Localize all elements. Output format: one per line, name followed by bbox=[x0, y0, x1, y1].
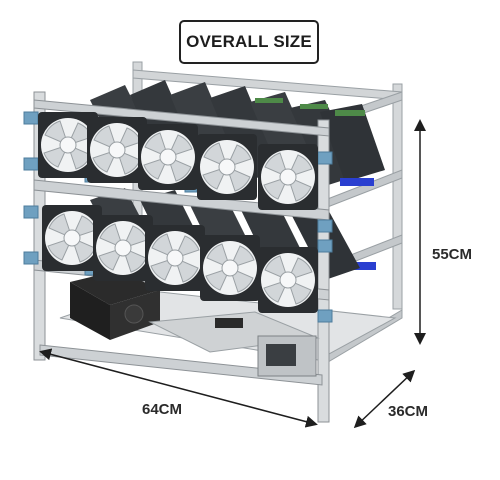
diagram-title: OVERALL SIZE bbox=[186, 32, 312, 51]
depth-arrow bbox=[353, 369, 416, 429]
gpu-card bbox=[320, 104, 385, 182]
cooling-fan bbox=[258, 247, 318, 313]
cooling-fan bbox=[258, 144, 318, 210]
cooling-fan bbox=[197, 134, 257, 200]
width-dimension-label: 64CM bbox=[142, 401, 183, 418]
depth-dimension-label: 36CM bbox=[388, 403, 429, 420]
cooling-fan bbox=[42, 205, 102, 271]
cooling-fan bbox=[87, 117, 147, 183]
cooling-fan bbox=[145, 225, 205, 291]
hard-drive bbox=[257, 335, 317, 377]
fan-row-bottom bbox=[42, 205, 318, 313]
gpu-pcb bbox=[255, 98, 283, 103]
riser-card bbox=[342, 262, 376, 270]
cooling-fan bbox=[200, 235, 260, 301]
fan-row-top bbox=[38, 112, 318, 210]
riser-card bbox=[340, 178, 374, 186]
cooling-fan bbox=[93, 215, 153, 281]
cooling-fan bbox=[138, 124, 198, 190]
gpu-pcb bbox=[335, 110, 365, 116]
cooling-fan bbox=[38, 112, 98, 178]
gpu-pcb bbox=[300, 104, 328, 109]
title-box: OVERALL SIZE bbox=[179, 20, 319, 64]
power-supply bbox=[70, 270, 160, 340]
width-arrow bbox=[39, 348, 318, 428]
height-dimension-label: 55CM bbox=[432, 246, 473, 263]
